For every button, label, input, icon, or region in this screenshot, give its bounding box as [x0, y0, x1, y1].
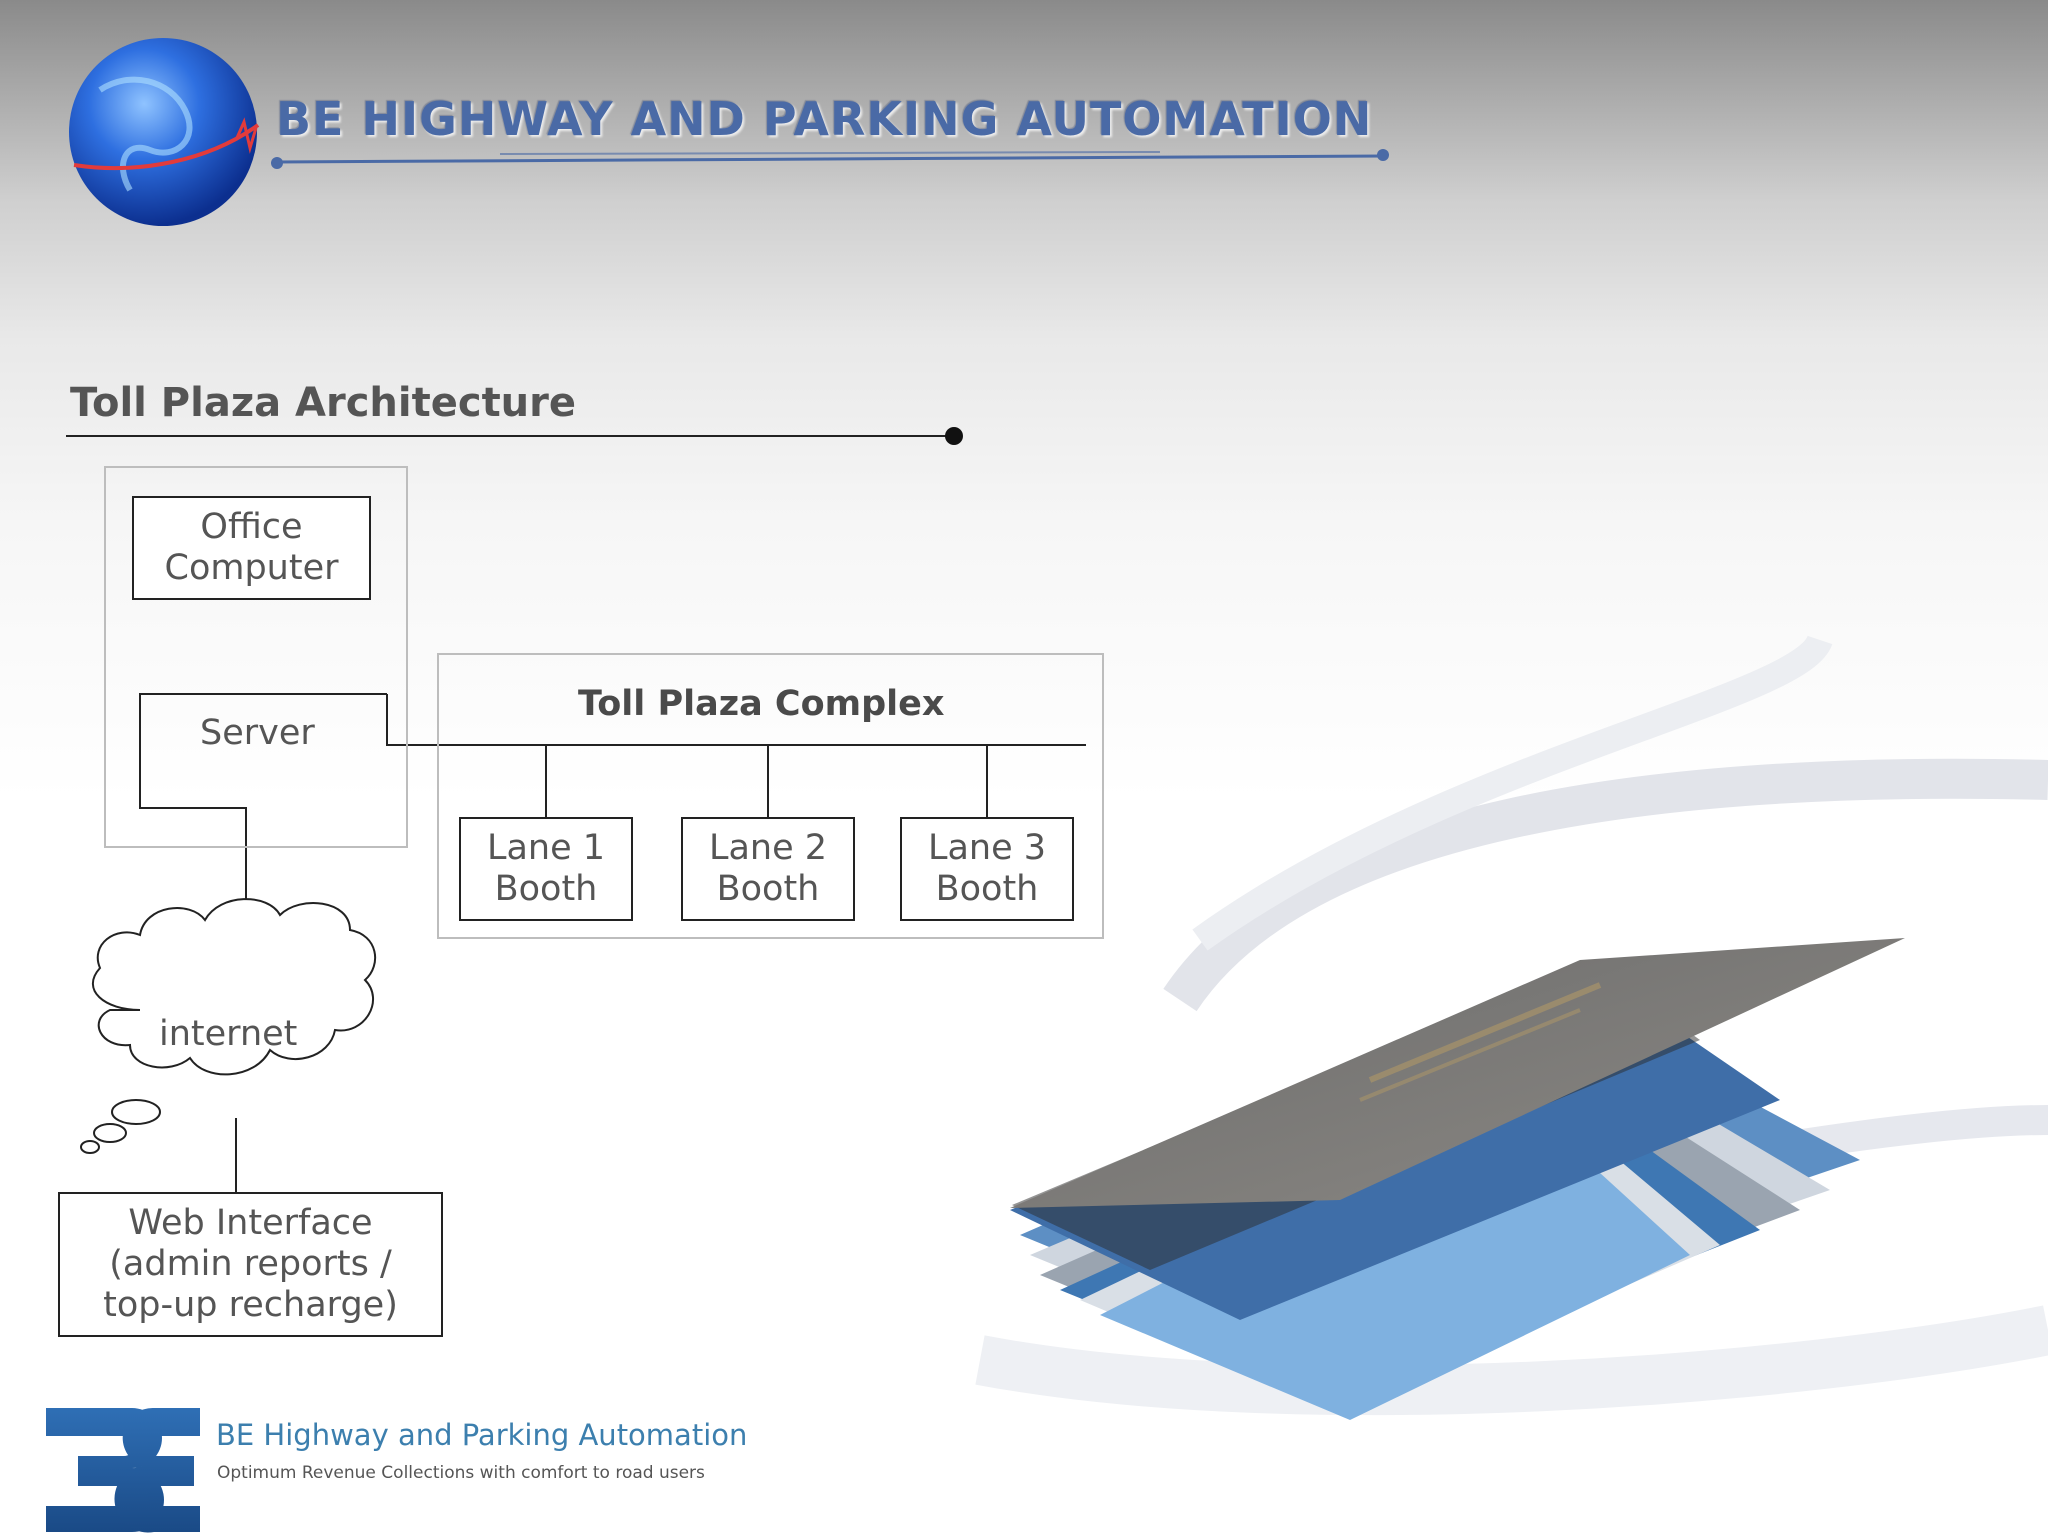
diagram-connectors — [139, 693, 1086, 1193]
office-computer-node: Office Computer — [132, 496, 371, 600]
page-title: Toll Plaza Architecture — [70, 380, 577, 426]
internet-label: internet — [159, 1014, 298, 1054]
footer-company-name: BE Highway and Parking Automation — [216, 1418, 748, 1452]
lane-1-booth-node: Lane 1 Booth — [459, 817, 633, 921]
header-underline — [271, 149, 1389, 169]
lane-3-booth-node: Lane 3 Booth — [900, 817, 1074, 921]
toll-plaza-complex-title: Toll Plaza Complex — [578, 684, 945, 724]
footer-tagline: Optimum Revenue Collections with comfort… — [217, 1463, 705, 1483]
server-label: Server — [200, 713, 315, 753]
card-stack-illustration — [1010, 938, 1905, 1420]
be-logo-icon — [46, 1407, 200, 1533]
server-to-complex-line — [386, 694, 1086, 746]
server-to-internet-line — [139, 693, 387, 955]
header-title: BE HIGHWAY AND PARKING AUTOMATION — [276, 92, 1373, 146]
section-underline — [66, 427, 963, 445]
web-interface-node: Web Interface (admin reports / top-up re… — [58, 1192, 443, 1337]
office-group — [104, 466, 408, 848]
lane-2-booth-node: Lane 2 Booth — [681, 817, 855, 921]
toll-plaza-complex-group — [437, 653, 1104, 939]
internet-cloud-icon — [80, 898, 377, 1154]
globe-icon — [69, 38, 260, 226]
